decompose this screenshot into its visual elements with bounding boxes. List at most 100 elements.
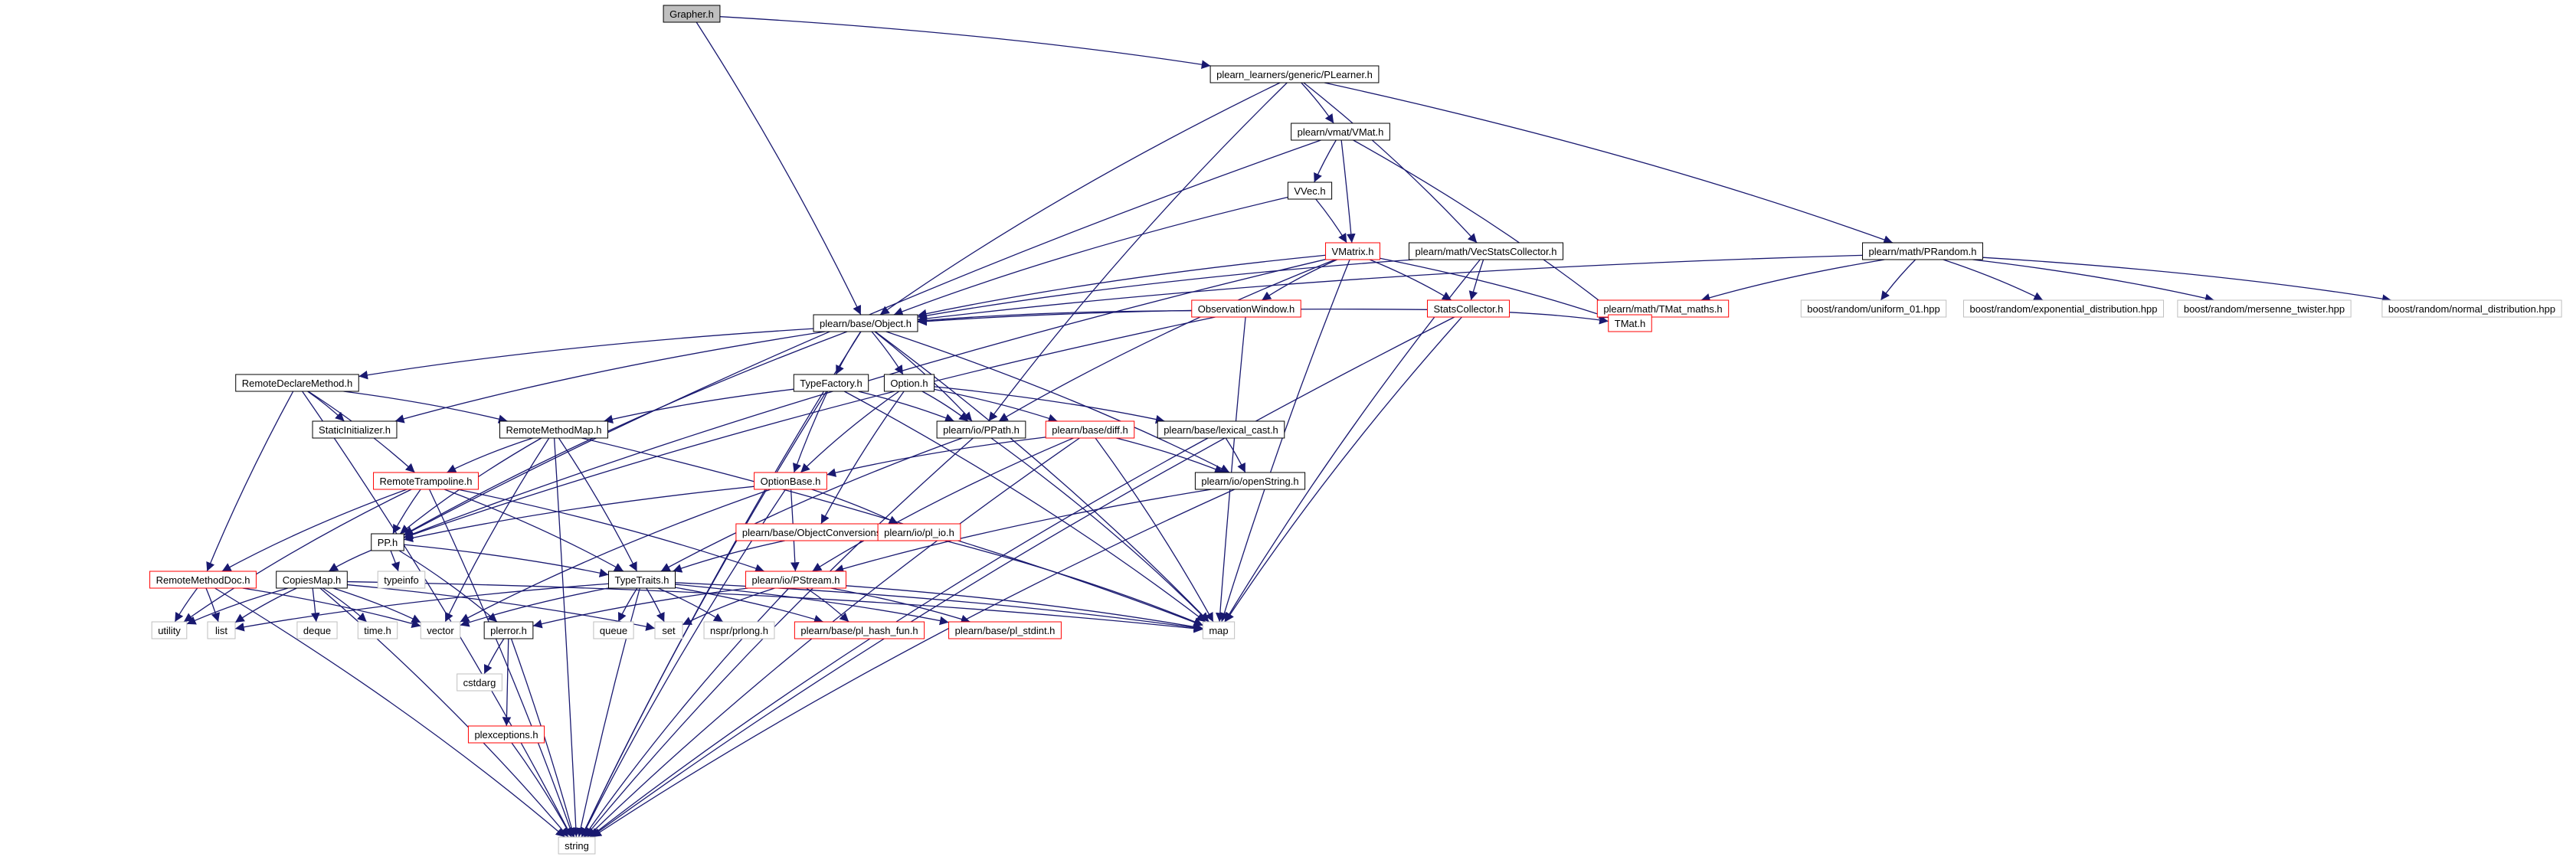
- node-timeh[interactable]: time.h: [357, 621, 398, 639]
- edge-objconv-to-typetraits: [673, 540, 785, 573]
- node-box: [948, 621, 1062, 639]
- node-rtramp[interactable]: RemoteTrampoline.h: [373, 472, 479, 490]
- edge-rdm-to-rmm: [343, 391, 508, 423]
- node-optionbase[interactable]: OptionBase.h: [754, 472, 827, 490]
- node-openstring[interactable]: plearn/io/openString.h: [1194, 472, 1306, 490]
- edge-pstream-to-hashfun: [806, 587, 849, 623]
- node-vecstats[interactable]: plearn/math/VecStatsCollector.h: [1409, 242, 1563, 260]
- node-box: [1409, 242, 1563, 260]
- node-prlong[interactable]: nspr/prlong.h: [703, 621, 775, 639]
- edge-option-to-diff: [934, 388, 1058, 423]
- edge-typetraits-to-hashfun: [675, 587, 823, 624]
- edge-rmdoc-to-vector: [242, 587, 421, 628]
- node-prandom[interactable]: plearn/math/PRandom.h: [1862, 242, 1983, 260]
- node-objconv[interactable]: plearn/base/ObjectConversions.h: [735, 523, 896, 541]
- node-box: [1596, 299, 1730, 318]
- node-label: plearn/math/TMat_maths.h: [1603, 303, 1722, 315]
- node-label: plearn/io/pl_io.h: [884, 527, 954, 538]
- edge-statscol-to-tmat: [1509, 312, 1609, 325]
- node-vvec[interactable]: VVec.h: [1287, 181, 1333, 200]
- node-copiesmap[interactable]: CopiesMap.h: [276, 571, 348, 589]
- edge-plearner-to-prandom: [1324, 82, 1894, 244]
- node-vmatrix[interactable]: VMatrix.h: [1325, 242, 1380, 260]
- edge-option-to-ppath: [921, 391, 969, 422]
- node-label: CopiesMap.h: [283, 574, 342, 586]
- node-label: plerror.h: [490, 625, 527, 636]
- node-list[interactable]: list: [207, 621, 236, 639]
- edge-vecstats-to-object: [917, 259, 1414, 320]
- node-tmatmaths[interactable]: plearn/math/TMat_maths.h: [1596, 299, 1730, 318]
- node-hashfun[interactable]: plearn/base/pl_hash_fun.h: [794, 621, 925, 639]
- node-box: [1287, 181, 1333, 200]
- node-normdist[interactable]: boost/random/normal_distribution.hpp: [2381, 299, 2562, 318]
- node-typefactory[interactable]: TypeFactory.h: [793, 374, 869, 392]
- node-map[interactable]: map: [1202, 621, 1236, 639]
- node-object[interactable]: plearn/base/Object.h: [813, 314, 918, 332]
- edge-vecstats-to-statscol: [1468, 259, 1484, 301]
- node-obswin[interactable]: ObservationWindow.h: [1191, 299, 1301, 318]
- node-box: [149, 571, 257, 589]
- node-rdm[interactable]: RemoteDeclareMethod.h: [235, 374, 359, 392]
- node-label: plearn/base/pl_stdint.h: [955, 625, 1056, 636]
- node-box: [207, 621, 236, 639]
- edge-obswin-to-pp: [404, 316, 1216, 539]
- node-rmdoc[interactable]: RemoteMethodDoc.h: [149, 571, 257, 589]
- edge-vmatrix-to-ppath: [998, 259, 1336, 422]
- node-label: VVec.h: [1294, 185, 1325, 197]
- node-box: [420, 621, 461, 639]
- header-nodes: Grapher.h plearn_learners/generic/PLearne…: [149, 5, 2562, 855]
- edge-copiesmap-to-string: [319, 587, 569, 838]
- node-stdint[interactable]: plearn/base/pl_stdint.h: [948, 621, 1062, 639]
- edge-typefactory-to-map: [843, 391, 1206, 623]
- edge-copiesmap-to-utility: [186, 587, 289, 625]
- edge-diff-to-openstring: [1116, 437, 1224, 474]
- node-plearner[interactable]: plearn_learners/generic/PLearner.h: [1209, 65, 1380, 83]
- node-typeinfo[interactable]: typeinfo: [377, 571, 426, 589]
- edge-typefactory-to-string: [581, 391, 827, 838]
- node-rmm[interactable]: RemoteMethodMap.h: [499, 420, 609, 439]
- node-box: [558, 836, 596, 855]
- node-queue[interactable]: queue: [593, 621, 634, 639]
- node-pp[interactable]: PP.h: [371, 533, 404, 551]
- node-tmat[interactable]: TMat.h: [1608, 314, 1652, 332]
- node-staticinit[interactable]: StaticInitializer.h: [312, 420, 398, 439]
- node-vector[interactable]: vector: [420, 621, 461, 639]
- node-utility[interactable]: utility: [151, 621, 188, 639]
- node-label: map: [1209, 625, 1228, 636]
- node-cstdarg[interactable]: cstdarg: [457, 673, 502, 692]
- node-diff[interactable]: plearn/base/diff.h: [1045, 420, 1135, 439]
- node-label: OptionBase.h: [761, 476, 821, 487]
- node-box: [371, 533, 404, 551]
- node-pliojo[interactable]: plearn/io/pl_io.h: [877, 523, 961, 541]
- node-lexcast[interactable]: plearn/base/lexical_cast.h: [1157, 420, 1285, 439]
- node-label: plearn/io/PPath.h: [943, 424, 1020, 436]
- edge-object-to-openstring: [885, 331, 1230, 473]
- node-label: plearn/base/pl_hash_fun.h: [800, 625, 918, 636]
- node-box: [754, 472, 827, 490]
- edge-prandom-to-object: [917, 254, 1863, 323]
- node-uniform[interactable]: boost/random/uniform_01.hpp: [1800, 299, 1947, 318]
- node-expdist[interactable]: boost/random/exponential_distribution.hp…: [1962, 299, 2165, 318]
- node-ppath[interactable]: plearn/io/PPath.h: [936, 420, 1026, 439]
- node-string[interactable]: string: [558, 836, 596, 855]
- node-label: vector: [427, 625, 454, 636]
- node-plerror[interactable]: plerror.h: [483, 621, 534, 639]
- edge-rmm-to-typetraits: [558, 437, 638, 572]
- node-label: deque: [303, 625, 331, 636]
- node-plexceptions[interactable]: plexceptions.h: [467, 725, 545, 744]
- node-pstream[interactable]: plearn/io/PStream.h: [745, 571, 846, 589]
- node-mersenne[interactable]: boost/random/mersenne_twister.hpp: [2177, 299, 2352, 318]
- node-grapher[interactable]: Grapher.h: [663, 5, 721, 23]
- node-set[interactable]: set: [654, 621, 683, 639]
- node-vmat[interactable]: plearn/vmat/VMat.h: [1291, 123, 1390, 141]
- edge-typetraits-to-set: [646, 587, 665, 623]
- edge-copiesmap-to-deque: [310, 587, 320, 623]
- node-deque[interactable]: deque: [296, 621, 338, 639]
- node-box: [312, 420, 398, 439]
- node-box: [467, 725, 545, 744]
- node-option[interactable]: Option.h: [883, 374, 935, 392]
- node-statscol[interactable]: StatsCollector.h: [1426, 299, 1511, 318]
- node-typetraits[interactable]: TypeTraits.h: [607, 571, 676, 589]
- node-box: [1157, 420, 1285, 439]
